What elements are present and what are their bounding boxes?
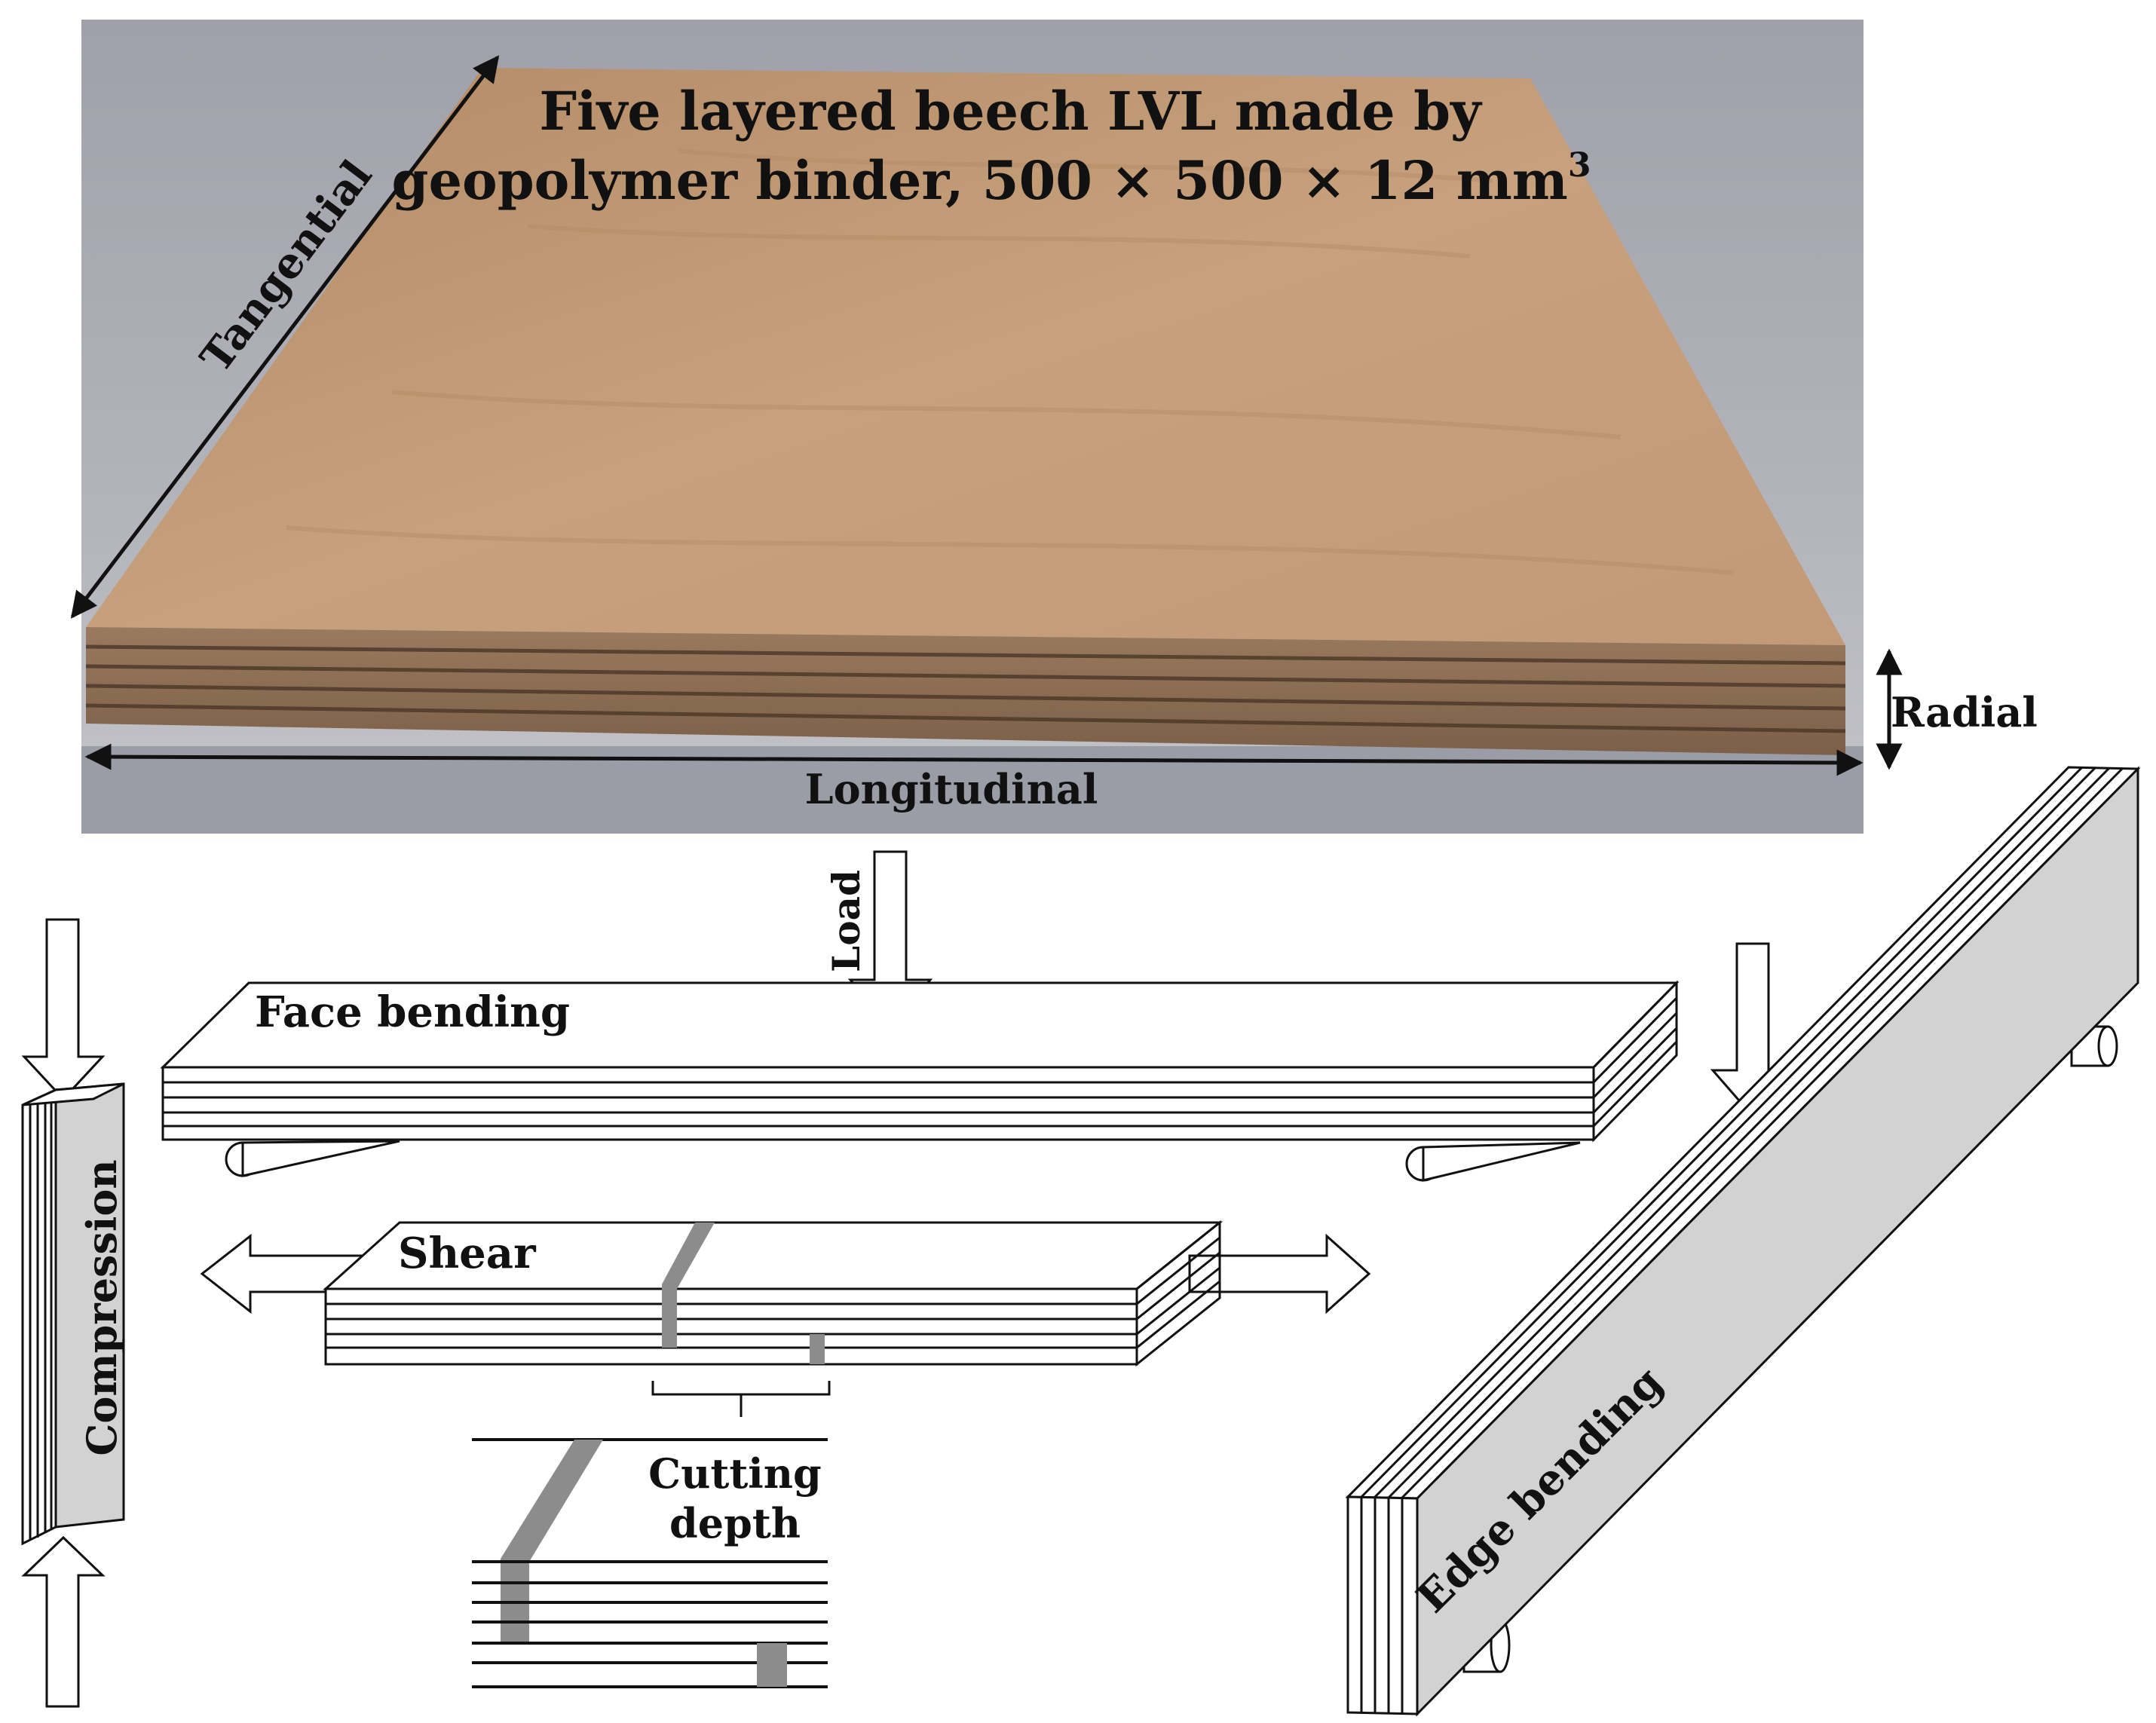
shear-cut-bottom: [810, 1334, 825, 1364]
lvl-board-photo: Five layered beech LVL made by geopolyme…: [72, 20, 2038, 834]
cutting-depth-bracket: [653, 1381, 829, 1417]
face-bending-specimen: Load Face bending: [163, 852, 1677, 1180]
load-label: Load: [824, 870, 868, 972]
face-bending-label: Face bending: [255, 987, 570, 1037]
longitudinal-label: Longitudinal: [805, 765, 1098, 813]
right-support-wedge: [1423, 1143, 1580, 1180]
compression-specimen: Compression: [23, 920, 126, 1706]
radial-label: Radial: [1891, 688, 2038, 736]
compression-bottom-arrow: [24, 1538, 103, 1706]
photo-caption-line2-text: geopolymer binder, 500 × 500 × 12 mm: [392, 149, 1568, 212]
cutting-depth-label-line2: depth: [669, 1499, 801, 1547]
shear-label: Shear: [398, 1229, 537, 1278]
compression-top-arrow: [24, 920, 103, 1099]
left-support-wedge: [243, 1141, 400, 1176]
shear-front: [326, 1289, 1137, 1364]
detail-cut-bottom: [757, 1643, 787, 1687]
shear-specimen: Shear: [202, 1223, 1369, 1417]
edge-bending-left-end: [1348, 1497, 1417, 1714]
edge-bending-face: [1417, 769, 2138, 1714]
detail-cut-top: [501, 1440, 603, 1643]
edge-bending-specimen: Edge bending: [1348, 767, 2138, 1714]
compression-label: Compression: [78, 1159, 126, 1455]
face-bending-front: [163, 1067, 1594, 1140]
photo-caption-superscript: 3: [1568, 146, 1591, 185]
cutting-depth-label-line1: Cutting: [648, 1449, 822, 1498]
photo-caption-line2: geopolymer binder, 500 × 500 × 12 mm3: [392, 146, 1591, 212]
cutting-depth-detail: Cutting depth: [472, 1440, 828, 1687]
photo-caption-line1: Five layered beech LVL made by: [539, 80, 1483, 142]
